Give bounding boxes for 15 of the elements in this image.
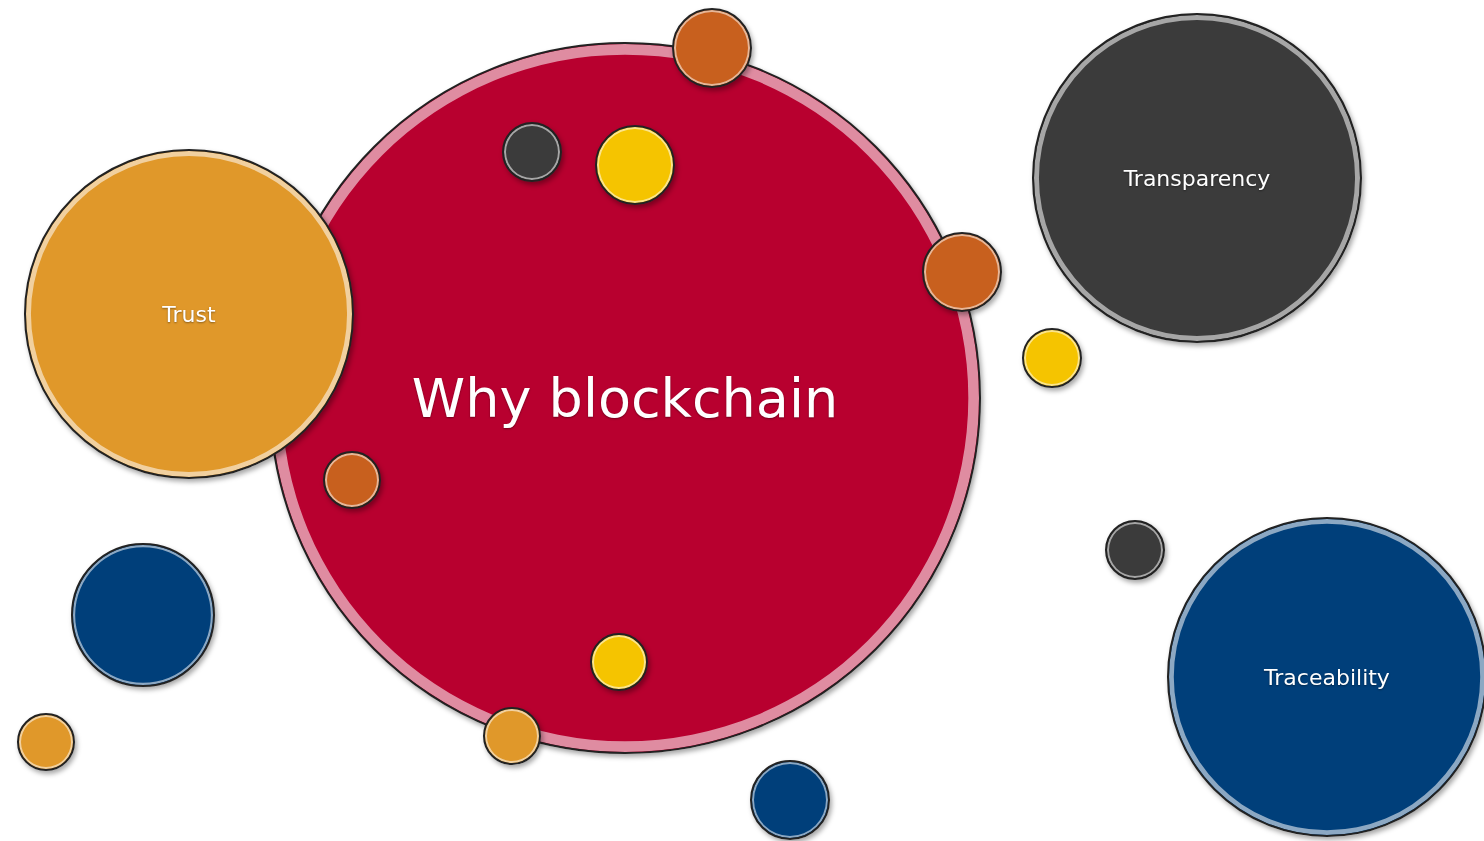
bubble-label: Why blockchain	[411, 366, 839, 430]
circle-bubble	[483, 707, 541, 765]
bubble-label: Transparency	[1123, 165, 1271, 191]
circle-bubble	[502, 122, 562, 182]
circle-bubble	[922, 232, 1002, 312]
circle-bubble	[672, 8, 752, 88]
circle-bubble	[1022, 328, 1082, 388]
circle-bubble	[17, 713, 75, 771]
circle-bubble	[750, 760, 830, 840]
circle-bubble	[1105, 520, 1165, 580]
bubble-label: Traceability	[1264, 664, 1390, 690]
bubble-label: Trust	[162, 301, 216, 327]
circle-bubble	[595, 125, 675, 205]
circle-bubble	[590, 633, 648, 691]
circle-bubble	[323, 451, 381, 509]
